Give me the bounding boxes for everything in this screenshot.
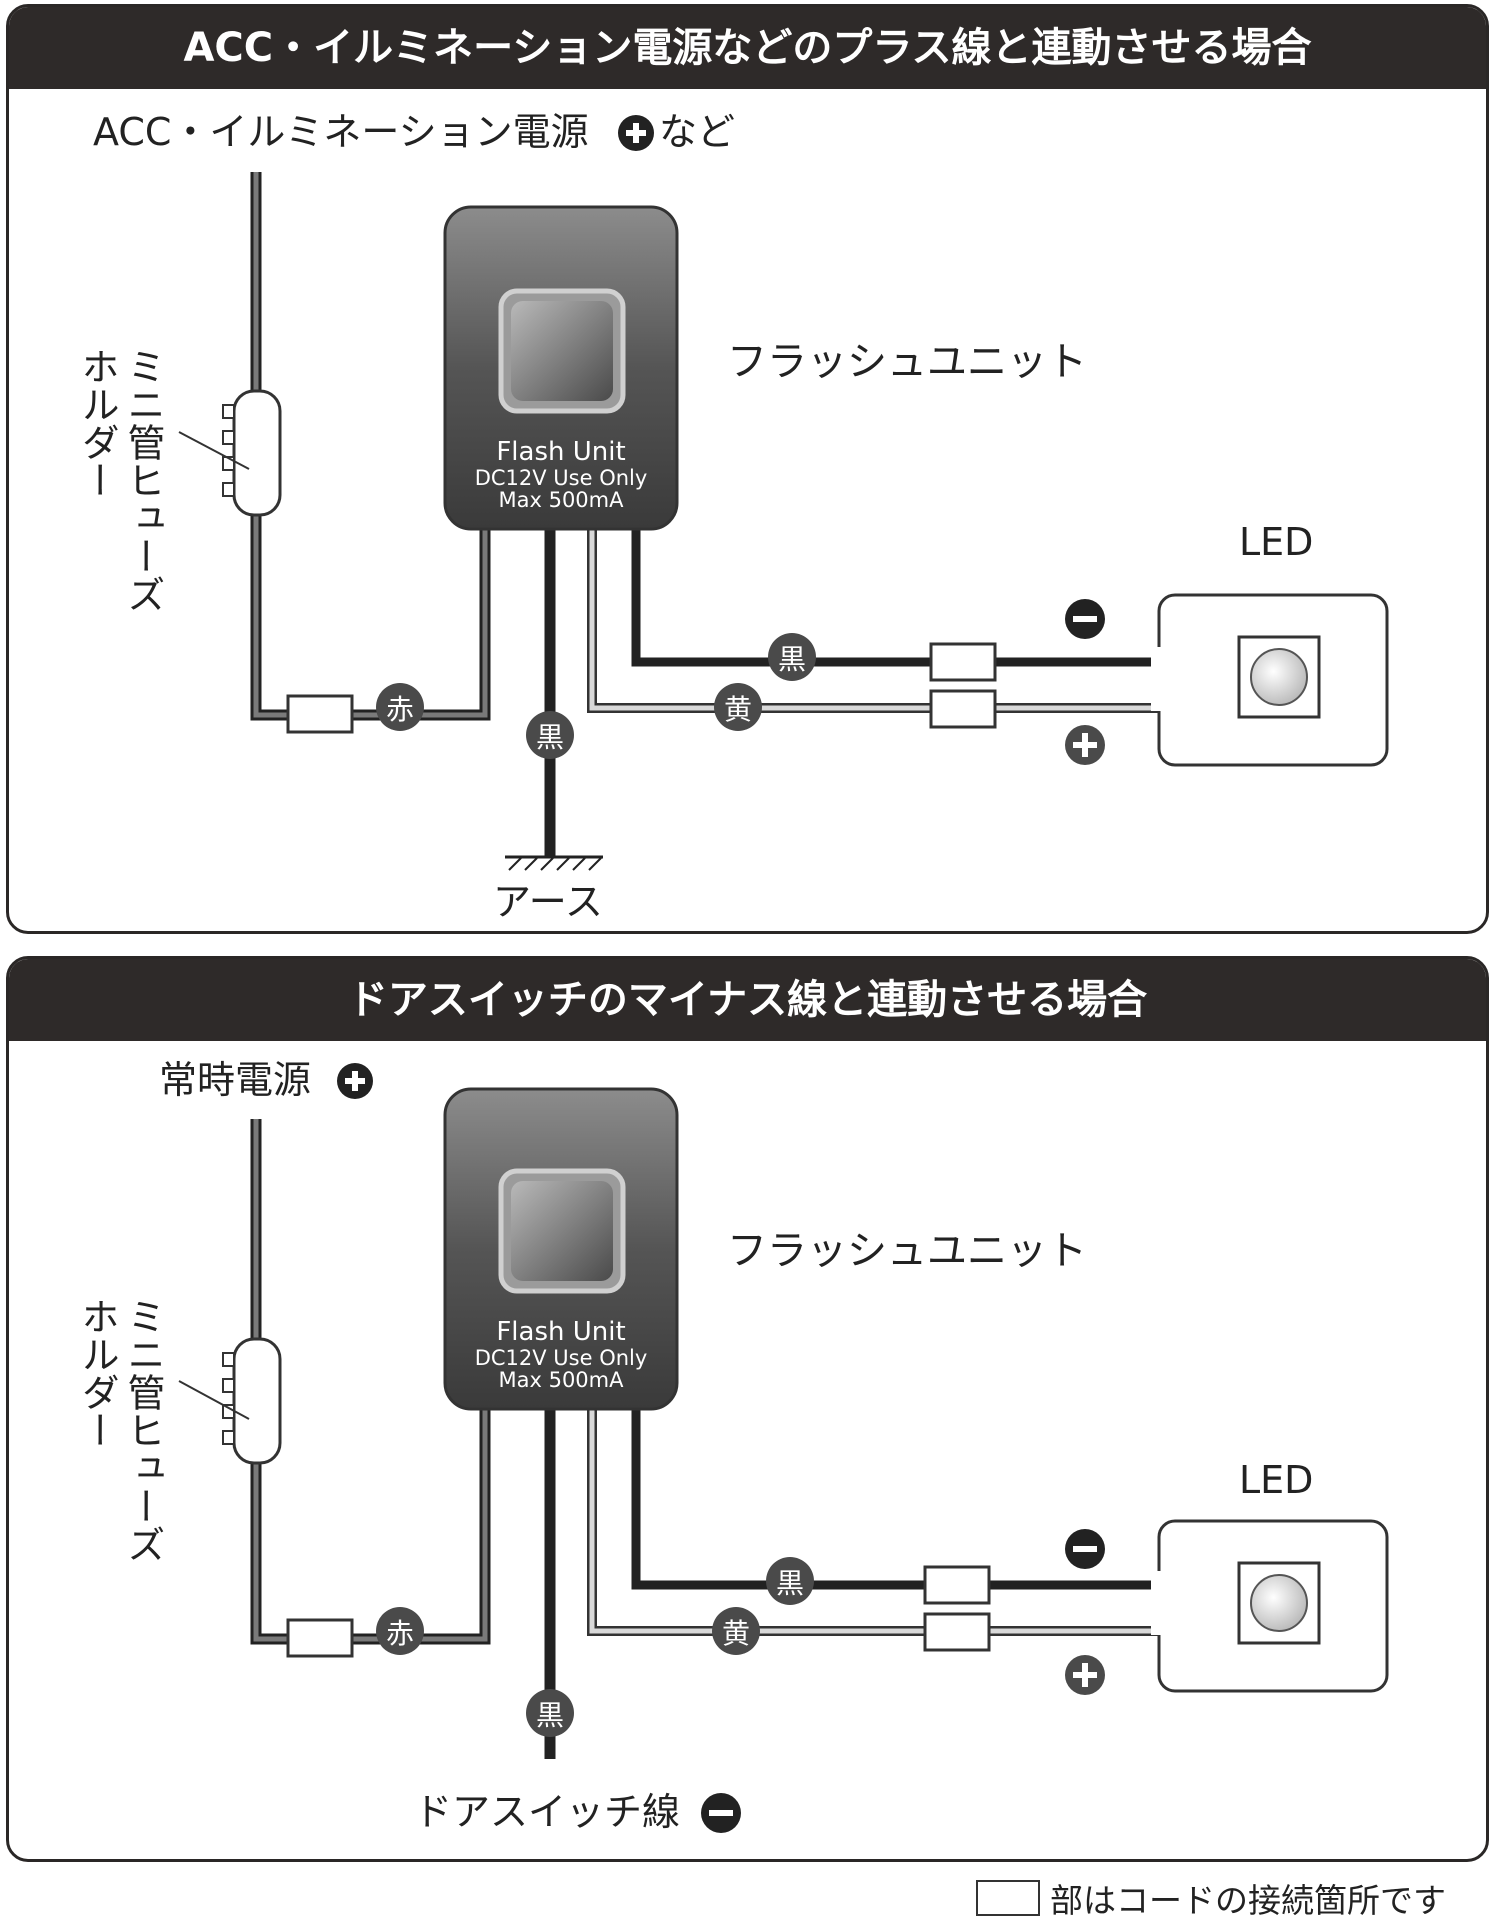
- source-label: 常時電源: [159, 1058, 311, 1102]
- connection-point: [286, 694, 354, 734]
- fuse-label-line1: ミニ管ヒューズ: [121, 347, 165, 613]
- minus-icon: [1065, 1529, 1105, 1569]
- wire-color-badge-yellow: 黄: [712, 1607, 760, 1655]
- panel-acc-illumination: ACC・イルミネーション電源などのプラス線と連動させる場合 ACC・イルミネーシ…: [6, 4, 1489, 934]
- connection-point: [286, 1618, 354, 1658]
- svg-text:赤: 赤: [386, 1617, 414, 1650]
- wire-color-badge-black-led: 黒: [768, 633, 816, 681]
- fuse-leader-line: [178, 431, 250, 470]
- footnote-text: 部はコードの接続箇所です: [1050, 1881, 1446, 1920]
- led-module: [1151, 1519, 1389, 1693]
- fuse-label-line2: ホルダー: [75, 347, 119, 499]
- plus-icon: [618, 115, 654, 151]
- plus-icon: [337, 1063, 373, 1099]
- led-module: [1151, 593, 1389, 767]
- svg-text:赤: 赤: [386, 693, 414, 726]
- ground-symbol-icon: [505, 855, 603, 871]
- svg-text:黒: 黒: [776, 1567, 804, 1600]
- wire-color-badge-black-ground: 黒: [526, 711, 574, 759]
- panel-door-switch: ドアスイッチのマイナス線と連動させる場合 常時電源: [6, 956, 1489, 1862]
- switch-label: ドアスイッチ線: [414, 1790, 680, 1834]
- wire-color-badge-black-led: 黒: [766, 1557, 814, 1605]
- connection-point: [929, 642, 997, 682]
- panel-title: ドアスイッチのマイナス線と連動させる場合: [9, 959, 1486, 1041]
- wire-color-badge-yellow: 黄: [714, 683, 762, 731]
- unit-line2: DC12V Use Only: [475, 466, 648, 490]
- svg-text:黒: 黒: [778, 643, 806, 676]
- source-label: ACC・イルミネーション電源: [93, 110, 589, 154]
- flash-unit: Flash Unit DC12V Use Only Max 500mA: [443, 1087, 679, 1411]
- ground-label: アース: [493, 880, 603, 924]
- unit-line1: Flash Unit: [496, 437, 625, 467]
- unit-line3: Max 500mA: [499, 488, 625, 512]
- fuse-leader-line: [178, 1380, 250, 1420]
- wiring-diagram: ACC・イルミネーション電源 など ミニ管ヒューズ ホルダー: [75, 110, 1389, 924]
- fuse-label-line2: ホルダー: [75, 1297, 119, 1449]
- wire-color-badge-black-switch: 黒: [526, 1689, 574, 1737]
- flash-unit: Flash Unit DC12V Use Only Max 500mA: [443, 205, 679, 531]
- fuse-holder: [222, 1337, 282, 1465]
- minus-icon: [701, 1793, 741, 1833]
- black-led-wire: [631, 527, 1199, 667]
- wire-color-badge-red: 赤: [376, 683, 424, 731]
- svg-text:黄: 黄: [724, 693, 752, 726]
- minus-icon: [1065, 599, 1105, 639]
- connection-legend-box: [976, 1880, 1040, 1916]
- led-label: LED: [1239, 1458, 1313, 1502]
- yellow-wire: [587, 527, 1199, 713]
- source-suffix: など: [659, 110, 735, 154]
- fuse-holder: [222, 389, 282, 517]
- unit-line2: DC12V Use Only: [475, 1346, 648, 1370]
- unit-caption: フラッシュユニット: [727, 1228, 1087, 1274]
- fuse-label-line1: ミニ管ヒューズ: [121, 1297, 165, 1563]
- panel-title: ACC・イルミネーション電源などのプラス線と連動させる場合: [9, 7, 1486, 89]
- wire-color-badge-red: 赤: [376, 1607, 424, 1655]
- plus-icon: [1065, 725, 1105, 765]
- footnote: 部はコードの接続箇所です: [976, 1876, 1446, 1920]
- unit-line3: Max 500mA: [499, 1368, 625, 1392]
- unit-line1: Flash Unit: [496, 1317, 625, 1347]
- wiring-diagram: 常時電源 ミニ管ヒューズ ホルダー 赤 黒 ド: [75, 1058, 1389, 1834]
- svg-text:黒: 黒: [536, 721, 564, 754]
- black-led-wire: [631, 1407, 1199, 1590]
- yellow-wire: [587, 1407, 1199, 1636]
- plus-icon: [1065, 1655, 1105, 1695]
- unit-caption: フラッシュユニット: [727, 339, 1087, 385]
- svg-text:黄: 黄: [722, 1617, 750, 1650]
- connection-point: [929, 689, 997, 729]
- led-label: LED: [1239, 520, 1313, 564]
- svg-text:黒: 黒: [536, 1699, 564, 1732]
- connection-point: [923, 1565, 991, 1605]
- connection-point: [923, 1612, 991, 1652]
